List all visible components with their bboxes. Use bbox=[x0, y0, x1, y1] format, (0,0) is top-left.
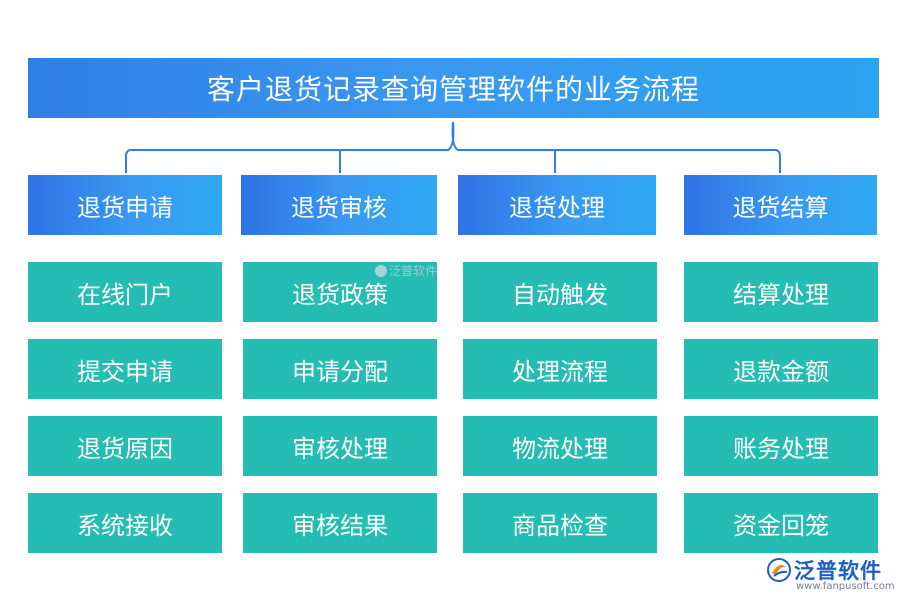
item-review-processing: 审核处理 bbox=[243, 416, 437, 476]
item-accounting-processing: 账务处理 bbox=[684, 416, 878, 476]
item-product-inspection: 商品检查 bbox=[463, 493, 657, 553]
header-return-application: 退货申请 bbox=[28, 175, 222, 235]
item-submit-application: 提交申请 bbox=[28, 339, 222, 399]
item-refund-amount: 退款金额 bbox=[684, 339, 878, 399]
brand-logo-icon bbox=[767, 558, 791, 582]
item-return-reason: 退货原因 bbox=[28, 416, 222, 476]
brand-name: 泛普软件 bbox=[794, 559, 882, 583]
watermark: 泛普软件 bbox=[375, 262, 437, 279]
watermark-logo-icon bbox=[375, 264, 387, 277]
item-settlement-processing: 结算处理 bbox=[684, 262, 878, 322]
brand-logo: 泛普软件 www.fanpusoft.com bbox=[764, 555, 895, 595]
item-fund-recovery: 资金回笼 bbox=[684, 493, 878, 553]
item-processing-flow: 处理流程 bbox=[463, 339, 657, 399]
item-auto-trigger: 自动触发 bbox=[463, 262, 657, 322]
item-logistics-processing: 物流处理 bbox=[463, 416, 657, 476]
item-online-portal: 在线门户 bbox=[28, 262, 222, 322]
header-return-review: 退货审核 bbox=[241, 175, 437, 235]
brand-url: www.fanpusoft.com bbox=[796, 581, 895, 592]
header-return-settlement: 退货结算 bbox=[684, 175, 877, 235]
diagram-title: 客户退货记录查询管理软件的业务流程 bbox=[28, 58, 879, 118]
item-application-assignment: 申请分配 bbox=[243, 339, 437, 399]
watermark-text: 泛普软件 bbox=[389, 264, 438, 278]
item-review-result: 审核结果 bbox=[243, 493, 437, 553]
item-system-receive: 系统接收 bbox=[28, 493, 222, 553]
item-return-policy: 退货政策 bbox=[243, 262, 437, 322]
header-return-processing: 退货处理 bbox=[458, 175, 656, 235]
